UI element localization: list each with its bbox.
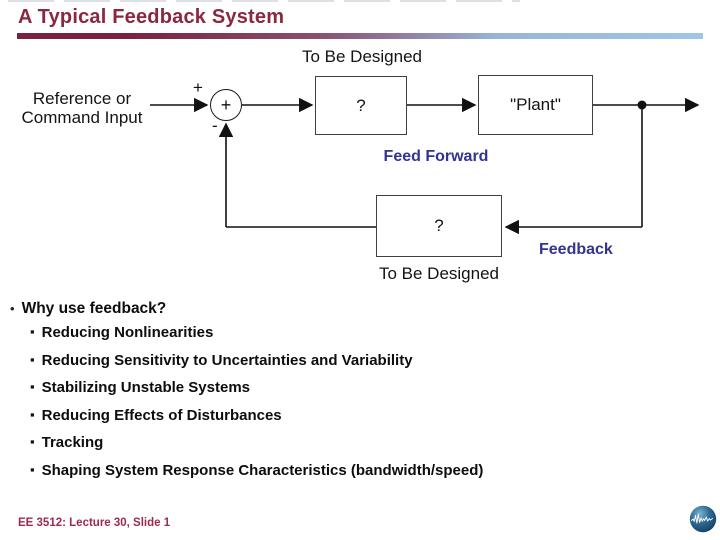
- list-item-text: Stabilizing Unstable Systems: [41, 379, 250, 396]
- square-bullet-icon: ▪: [30, 406, 35, 422]
- summing-junction: +: [210, 89, 242, 121]
- why-use-feedback-heading: • Why use feedback?: [8, 300, 648, 320]
- list-item: ▪ Reducing Sensitivity to Uncertainties …: [30, 352, 648, 380]
- main-bullet-text: Why use feedback?: [21, 300, 167, 317]
- list-item-text: Reducing Sensitivity to Uncertainties an…: [41, 351, 413, 369]
- to-be-designed-top-label: To Be Designed: [301, 47, 423, 66]
- to-be-designed-bottom-label: To Be Designed: [378, 264, 500, 283]
- square-bullet-icon: ▪: [30, 324, 35, 339]
- list-item: ▪ Reducing Nonlinearities: [30, 324, 648, 352]
- square-bullet-icon: ▪: [30, 434, 35, 449]
- sub-bullet-list: ▪ Reducing Nonlinearities ▪ Reducing Sen…: [30, 324, 648, 489]
- list-item-text: Shaping System Response Characteristics …: [41, 461, 484, 479]
- list-item-text: Tracking: [41, 434, 104, 451]
- title-underline: [17, 33, 703, 39]
- round-bullet-icon: •: [10, 301, 15, 316]
- slide-footer: EE 3512: Lecture 30, Slide 1: [18, 517, 171, 529]
- list-item: ▪ Reducing Effects of Disturbances: [30, 407, 648, 435]
- bullet-section: • Why use feedback? ▪ Reducing Nonlinear…: [8, 300, 648, 489]
- reference-input-label: Reference or Command Input: [12, 89, 152, 127]
- list-item: ▪ Tracking: [30, 434, 648, 462]
- list-item-text: Reducing Nonlinearities: [41, 324, 214, 341]
- branch-point-dot: [637, 100, 647, 110]
- waveform-sphere-logo: [688, 504, 718, 534]
- page-title: A Typical Feedback System: [18, 6, 285, 28]
- minus-sign-label: -: [212, 116, 218, 135]
- reference-input-label-line2: Command Input: [21, 108, 143, 127]
- top-edge-artifact: [8, 0, 520, 2]
- plant-block: "Plant": [478, 75, 593, 135]
- reference-input-label-line1: Reference or: [32, 89, 132, 108]
- square-bullet-icon: ▪: [30, 351, 35, 367]
- feedback-label: Feedback: [539, 241, 613, 258]
- plus-sign-label: +: [193, 78, 203, 97]
- list-item: ▪ Shaping System Response Characteristic…: [30, 462, 648, 490]
- feed-forward-label: Feed Forward: [383, 148, 489, 165]
- waveform-sphere-logo-graphic: [689, 505, 717, 533]
- feedback-controller-block: ?: [376, 195, 502, 257]
- list-item-text: Reducing Effects of Disturbances: [41, 406, 282, 424]
- square-bullet-icon: ▪: [30, 461, 35, 477]
- list-item: ▪ Stabilizing Unstable Systems: [30, 379, 648, 407]
- square-bullet-icon: ▪: [30, 379, 35, 394]
- forward-controller-block: ?: [315, 76, 407, 135]
